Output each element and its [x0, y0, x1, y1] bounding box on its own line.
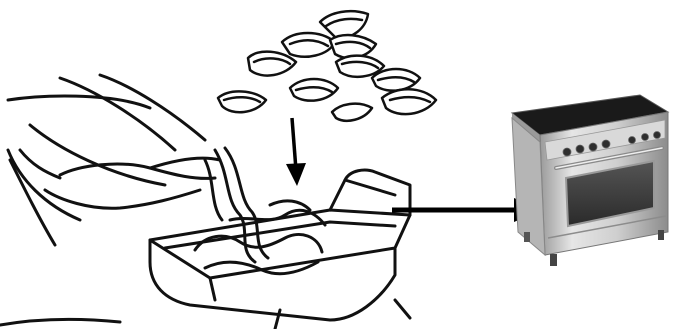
fruit-slice [334, 54, 386, 79]
oven-window [564, 159, 655, 228]
pouring-batter-into-dish-icon [0, 73, 412, 329]
control-knobs [562, 131, 661, 157]
fruit-slice [370, 67, 422, 92]
fruit-slice [288, 77, 340, 102]
sliced-fruit-pieces-icon [216, 10, 438, 122]
fruit-slice [330, 102, 374, 122]
oven-range-icon [510, 94, 670, 266]
arrow-down [286, 117, 306, 186]
fruit-slice [380, 88, 438, 116]
fruit-slice [216, 90, 268, 114]
fruit-slice [280, 31, 337, 58]
fruit-slice [246, 50, 298, 77]
